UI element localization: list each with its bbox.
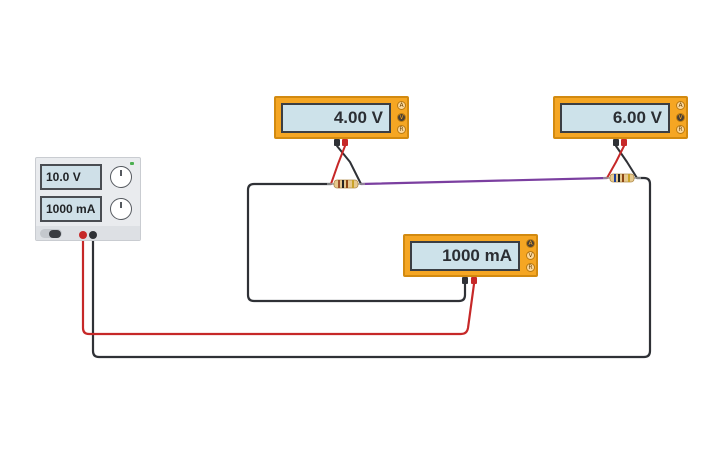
- voltmeter-right-red-probe[interactable]: [621, 139, 627, 146]
- current-knob[interactable]: [110, 198, 132, 220]
- voltmeter-left[interactable]: 4.00 V A V R: [274, 96, 409, 139]
- mode-ohmmeter-icon[interactable]: R: [397, 125, 406, 134]
- psu-negative-terminal[interactable]: [89, 231, 97, 239]
- probe-lead-left-red[interactable]: [330, 145, 346, 185]
- power-supply[interactable]: 10.0 V 1000 mA: [35, 157, 141, 241]
- psu-footer: [36, 226, 140, 240]
- voltage-knob[interactable]: [110, 166, 132, 188]
- ammeter-red-probe[interactable]: [471, 277, 477, 284]
- mode-ammeter-icon[interactable]: A: [676, 101, 685, 110]
- mode-ammeter-icon[interactable]: A: [397, 101, 406, 110]
- resistor-left[interactable]: [327, 179, 365, 189]
- wire-black-ammeter[interactable]: [246, 182, 467, 303]
- ammeter[interactable]: 1000 mA A V R: [403, 234, 538, 277]
- ammeter-display: 1000 mA: [410, 241, 520, 271]
- mode-voltmeter-icon[interactable]: V: [676, 113, 685, 122]
- probe-lead-right-red[interactable]: [606, 145, 625, 179]
- voltmeter-left-black-probe[interactable]: [334, 139, 340, 146]
- probe-lead-right-black[interactable]: [615, 145, 638, 179]
- cv-indicator-led: [130, 162, 134, 165]
- mode-ohmmeter-icon[interactable]: R: [526, 263, 535, 272]
- mode-ammeter-icon[interactable]: A: [526, 239, 535, 248]
- resistor-right[interactable]: [603, 173, 641, 183]
- psu-positive-terminal[interactable]: [79, 231, 87, 239]
- power-switch[interactable]: [40, 229, 62, 238]
- wire-purple-series[interactable]: [359, 176, 609, 186]
- probe-lead-left-black[interactable]: [336, 145, 362, 185]
- voltmeter-right[interactable]: 6.00 V A V R: [553, 96, 688, 139]
- ammeter-black-probe[interactable]: [462, 277, 468, 284]
- mode-voltmeter-icon[interactable]: V: [397, 113, 406, 122]
- current-display: 1000 mA: [40, 196, 102, 222]
- wire-black-return[interactable]: [91, 176, 652, 359]
- wire-red-supply[interactable]: [81, 234, 476, 336]
- voltage-display: 10.0 V: [40, 164, 102, 190]
- voltmeter-right-black-probe[interactable]: [613, 139, 619, 146]
- voltmeter-right-display: 6.00 V: [560, 103, 670, 133]
- voltmeter-left-red-probe[interactable]: [342, 139, 348, 146]
- voltmeter-left-display: 4.00 V: [281, 103, 391, 133]
- mode-ohmmeter-icon[interactable]: R: [676, 125, 685, 134]
- mode-voltmeter-icon[interactable]: V: [526, 251, 535, 260]
